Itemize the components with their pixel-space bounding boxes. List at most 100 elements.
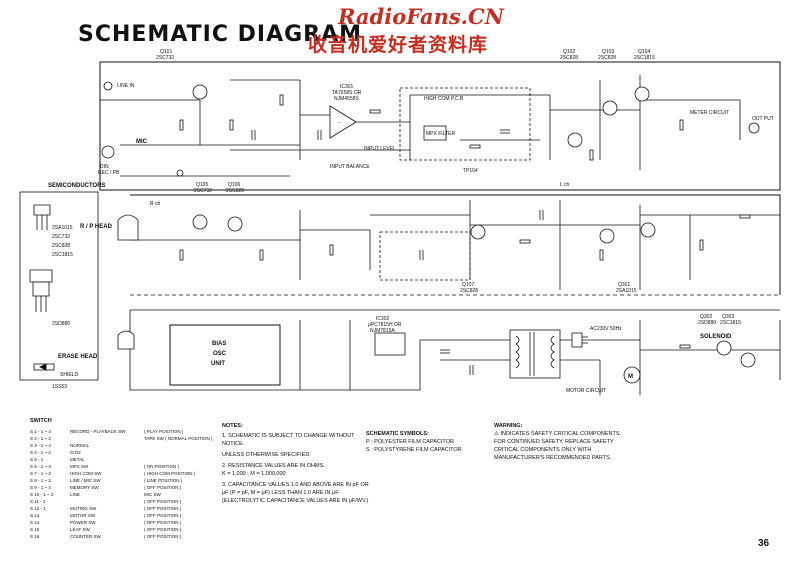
line-in-label: LINE IN xyxy=(117,83,135,89)
tp-label: TP104 xyxy=(463,168,478,174)
switch-cell: MPX SW xyxy=(70,464,89,469)
switch-cell: NORMAL xyxy=(70,443,90,448)
switch-cell: ( OFF POSITION ) xyxy=(144,527,182,532)
osc-unit-label2: OSC xyxy=(213,351,227,357)
switch-cell: TAPE SW ( NORMAL POSITION ) xyxy=(144,436,213,441)
switch-row: S 11 - 1 ( OFF POSITION ) xyxy=(30,498,234,505)
symbols-heading: SCHEMATIC SYMBOLS: xyxy=(366,431,429,437)
ic301-type2: NJM4558S xyxy=(334,96,359,102)
note-2b: K = 1,000 ; M = 1,000,000 xyxy=(222,471,286,477)
q303-type: 2SC1815 xyxy=(720,320,741,326)
note-1: 1. SCHEMATIC IS SUBJECT TO CHANGE WITHOU… xyxy=(222,433,355,447)
warning-heading: WARNING: xyxy=(494,423,523,429)
ic302-regulator-box xyxy=(374,332,406,356)
q104-type: 2SC1815 xyxy=(634,55,655,61)
switch-cell: MOTOR SW xyxy=(70,513,96,518)
osc-unit-label3: UNIT xyxy=(211,361,225,367)
capacitor-symbols xyxy=(251,129,544,375)
high-com-pcb-box xyxy=(399,87,531,161)
switch-cell: ( OFF POSITION ) xyxy=(144,499,182,504)
q102-type: 2SC828 xyxy=(560,55,578,61)
q105-label: Q105 xyxy=(196,182,208,188)
q103-type: 2SC828 xyxy=(598,55,616,61)
resistor-symbols xyxy=(179,94,751,349)
q101-type: 2SC732 xyxy=(156,55,174,61)
ic301-opamp-symbol: − xyxy=(329,105,357,139)
q302-type: 2SD880 xyxy=(698,320,716,326)
switch-cell: HIGH COM SW xyxy=(70,471,102,476)
semi-part: 2SC732 xyxy=(52,234,71,240)
q105-type: 2SC732 xyxy=(194,188,212,194)
din-label: DIN xyxy=(100,164,109,170)
mic-label: MIC xyxy=(136,139,148,145)
semi-part: 2SC1815 xyxy=(52,252,73,258)
ic302-type2: NJM7815A xyxy=(370,328,395,334)
note-unless: UNLESS OTHERWISE SPECIFIED: xyxy=(222,452,311,458)
semi-part: 2SA1015 xyxy=(52,225,73,231)
warning-block: WARNING: ⚠ INDICATES SAFETY CRITICAL COM… xyxy=(494,422,624,462)
q106-type: 2SC828 xyxy=(226,188,244,194)
switch-row: S 12 - 1 MUTING SW ( OFF POSITION ) xyxy=(30,505,234,512)
input-level-label: INPUT LEVEL xyxy=(364,146,396,152)
switch-cell: S 12 - 1 xyxy=(30,506,46,511)
switch-cell: S 13 xyxy=(30,513,40,518)
din-sub-label: REC / PB xyxy=(98,170,120,176)
switch-row: S 13 MOTOR SW ( OFF POSITION ) xyxy=(30,512,234,519)
upper-channel-wiring xyxy=(99,61,781,191)
switch-cell: ( HIGH COM POSITION ) xyxy=(144,471,196,476)
switch-cell: LINE xyxy=(70,492,81,497)
watermark-site: RadioFans.CN xyxy=(338,4,504,29)
ic302-type1: μPC7815H OR xyxy=(368,322,402,328)
motor-icon xyxy=(623,366,641,384)
q107-label: Q107 xyxy=(462,282,474,288)
lower-channel-wiring xyxy=(130,194,781,296)
erase-head-icon xyxy=(117,330,135,350)
q101-label: Q101 xyxy=(160,49,172,55)
semiconductors-heading: SEMICONDUCTORS xyxy=(48,183,106,189)
osc-unit-label1: BIAS xyxy=(212,341,226,347)
switch-cell: MUTING SW xyxy=(70,506,97,511)
shield-label: SHIELD xyxy=(60,372,78,378)
switch-cell: S 1 - 1 ~ 4 xyxy=(30,429,51,434)
component-labels: Q101 2SC732 Q102 2SC828 Q103 2SC828 Q104… xyxy=(58,49,774,394)
q103-label: Q103 xyxy=(602,49,614,55)
diode-label: 1SS53 xyxy=(52,384,68,390)
switch-row: S 3 - 1 ~ 4 NORMAL xyxy=(30,442,234,449)
switch-cell: S 9 - 1 ~ 4 xyxy=(30,485,51,490)
switch-cell: ( OFF POSITION ) xyxy=(144,513,182,518)
switch-cell: S 10 - 1 ~ 2 xyxy=(30,492,54,497)
semi-part: 2SD880 xyxy=(52,321,71,327)
watermark-chinese: 收音机爱好者资料库 xyxy=(308,34,489,56)
switch-cell: ( LINE POSITION ) xyxy=(144,478,183,483)
switch-cell: S 11 - 1 xyxy=(30,499,46,504)
note-3: 3. CAPACITANCE VALUES 1.0 AND ABOVE ARE … xyxy=(222,482,369,504)
switch-cell: LINE / MIC SW xyxy=(70,478,101,483)
ic302-label: IC302 xyxy=(376,316,390,322)
out-put-label: OUT PUT xyxy=(752,116,774,122)
ac-plug-icon xyxy=(571,332,588,348)
rp-head-label: R / P HEAD xyxy=(80,224,113,230)
switch-cell: ( OFF POSITION ) xyxy=(144,506,182,511)
switch-cell: ( OFF POSITION ) xyxy=(144,534,182,539)
r-ch-label: R ch xyxy=(150,201,161,207)
transistor-symbols xyxy=(192,84,756,368)
ic301-label: IC301 xyxy=(340,84,354,90)
switch-cell: S 3 - 1 ~ 4 xyxy=(30,443,51,448)
page-title: SCHEMATIC DIAGRAM xyxy=(78,22,363,47)
ic301-type1: TA7658S OR xyxy=(332,90,362,96)
notes-heading: NOTES: xyxy=(222,423,243,429)
semiconductor-box xyxy=(19,191,99,381)
switch-cell: ( OFF POSITION ) xyxy=(144,520,182,525)
erase-head-label: ERASE HEAD xyxy=(58,354,98,360)
rp-head-icon xyxy=(117,214,139,241)
q301-label: Q301 xyxy=(618,282,630,288)
